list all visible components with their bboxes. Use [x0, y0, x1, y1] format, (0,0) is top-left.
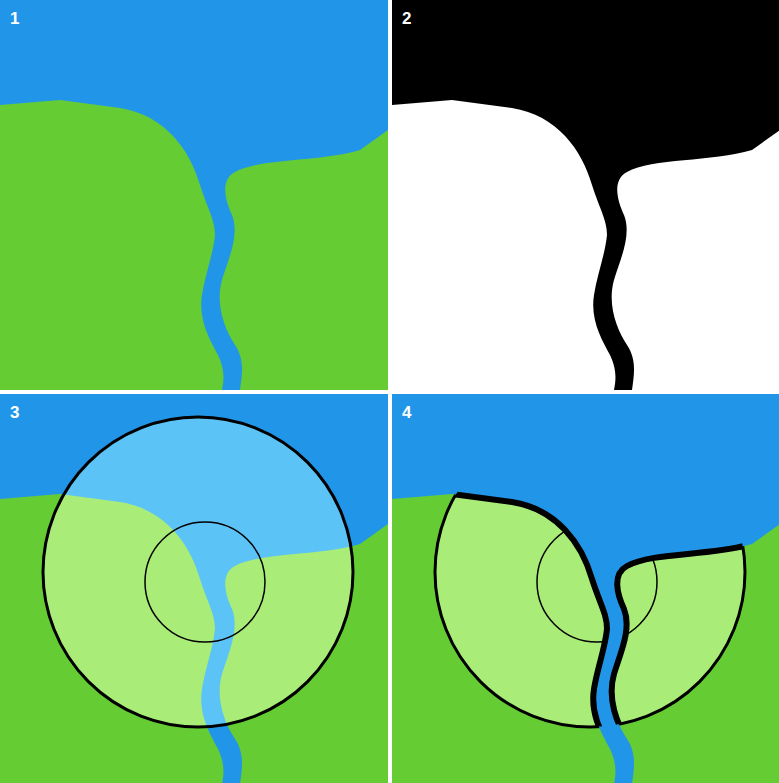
panel-land-extraction: [392, 394, 779, 783]
panel-circle-selection: [0, 394, 388, 783]
panel-binary-mask: [392, 0, 779, 390]
panel-color-map: [0, 0, 388, 390]
panel-number: 1: [10, 10, 19, 27]
panel-number: 3: [10, 404, 19, 421]
panel-number: 2: [402, 10, 411, 27]
panel-number: 4: [402, 404, 411, 421]
